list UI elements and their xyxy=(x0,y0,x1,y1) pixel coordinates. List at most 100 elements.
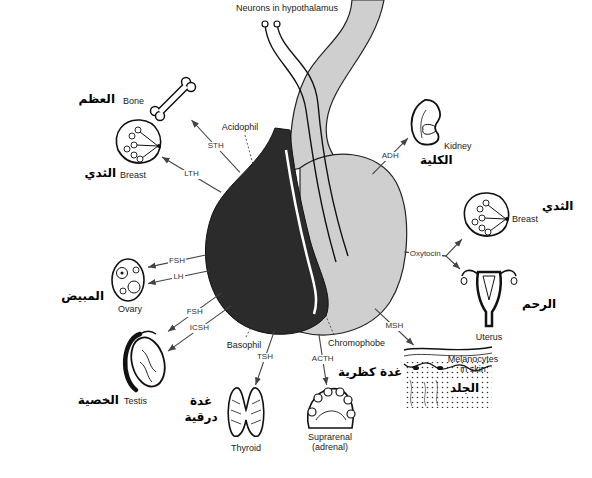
suprarenal-drawing xyxy=(324,388,332,396)
breast-drawing xyxy=(116,120,161,163)
breast-drawing xyxy=(131,142,137,148)
arabic-label: المبيض xyxy=(61,288,104,304)
suprarenal-drawing xyxy=(308,388,355,428)
breast-drawing xyxy=(124,146,130,152)
kidney-drawing xyxy=(412,100,440,145)
hormone-label: ACTH xyxy=(311,355,335,364)
arabic-label: الجلد xyxy=(450,380,479,396)
english-label: Neurons in hypothalamus xyxy=(236,3,338,13)
english-label: Suprarenal (adrenal) xyxy=(301,432,359,453)
thyroid-drawing xyxy=(228,388,264,436)
arabic-label: الرحم xyxy=(522,296,556,312)
hormone-arrow xyxy=(256,331,275,385)
hormone-arrow xyxy=(148,271,209,284)
target-organ: Boneالعظم xyxy=(148,78,196,120)
target-organ: Melanocytes in skinالجلد xyxy=(404,345,492,410)
breast-drawing xyxy=(477,206,483,212)
uterus-drawing xyxy=(461,278,467,285)
english-label: Bone xyxy=(123,96,144,106)
english-label: Testis xyxy=(124,396,147,406)
bone-drawing xyxy=(187,83,196,92)
hormone-label: Oxytocin xyxy=(409,250,442,259)
english-label: Melanocytes in skin xyxy=(446,354,500,375)
anterior-lobe xyxy=(205,128,328,334)
uterus-drawing xyxy=(462,270,516,276)
neuron-fibres xyxy=(274,21,280,27)
bone-drawing xyxy=(160,86,186,112)
suprarenal-drawing xyxy=(314,394,322,402)
english-label: Basophil xyxy=(227,340,262,350)
skin-drawing xyxy=(413,366,419,370)
suprarenal-drawing xyxy=(308,389,354,428)
english-label: Breast xyxy=(120,170,146,180)
kidney-drawing xyxy=(423,124,436,134)
breast-drawing xyxy=(479,215,485,221)
arabic-label: الثدي xyxy=(85,165,116,181)
testis-drawing xyxy=(140,331,156,334)
ovary-drawing xyxy=(121,272,124,275)
kidney-drawing xyxy=(412,100,440,145)
breast-drawing xyxy=(505,217,509,221)
hormone-label: LTH xyxy=(183,170,200,179)
testis-drawing xyxy=(125,334,140,390)
breast-drawing xyxy=(136,132,158,158)
english-label: Breast xyxy=(512,214,538,224)
hormone-label: MSH xyxy=(384,322,404,331)
hormone-arrow xyxy=(168,306,231,351)
english-label: Uterus xyxy=(476,332,503,342)
suprarenal-drawing xyxy=(308,408,316,416)
hormone-label: FSH xyxy=(186,308,204,317)
uterus-drawing xyxy=(461,270,517,326)
ovary-drawing xyxy=(117,268,128,279)
hormone-label: FSH xyxy=(168,257,186,266)
skin-drawing xyxy=(410,380,438,406)
arabic-label: الخصية xyxy=(78,392,119,408)
anterior-lobe xyxy=(286,150,316,314)
breast-drawing xyxy=(157,144,161,148)
breast-drawing xyxy=(485,229,491,235)
target-organ: Thyroidغدة درقية xyxy=(225,385,267,440)
connector-group xyxy=(148,120,462,385)
kidney-drawing xyxy=(421,110,426,138)
anterior-lobe xyxy=(205,128,328,334)
english-label: Acidophil xyxy=(222,122,259,132)
hormone-label: ICSH xyxy=(189,324,210,333)
breast-drawing xyxy=(129,133,135,139)
hormone-arrow xyxy=(372,138,408,174)
leader-line xyxy=(246,318,256,337)
target-organ: Uterusالرحم xyxy=(460,262,518,330)
suprarenal-drawing xyxy=(344,396,352,404)
hormone-label: STH xyxy=(207,142,225,151)
suprarenal-drawing xyxy=(347,410,355,418)
ovary-drawing xyxy=(133,267,139,273)
neuron-fibres xyxy=(262,21,348,262)
arabic-label: الثدي xyxy=(542,198,573,214)
target-organ: Breastالثدي xyxy=(112,118,162,166)
ovary-drawing xyxy=(112,259,144,301)
breast-drawing xyxy=(137,156,143,162)
hormone-label: ADH xyxy=(381,152,400,161)
target-organ: Breastالثدي xyxy=(462,190,508,240)
ovary-drawing xyxy=(128,281,140,293)
hormone-label: TSH xyxy=(256,353,274,362)
testis-drawing xyxy=(125,331,170,390)
thyroid-drawing xyxy=(231,400,261,424)
suprarenal-drawing xyxy=(316,411,346,420)
breast-drawing xyxy=(464,193,508,236)
skin-drawing xyxy=(404,347,492,350)
breast-drawing xyxy=(135,127,141,133)
arabic-label: العظم xyxy=(79,91,116,107)
leader-line xyxy=(326,316,334,335)
pituitary-gland: Neurons in hypothalamusAcidophilBasophil… xyxy=(205,150,405,335)
testis-drawing xyxy=(126,334,170,391)
english-label: Chromophobe xyxy=(328,338,385,348)
breast-drawing xyxy=(472,219,478,225)
english-label: Ovary xyxy=(118,304,142,314)
ovary-drawing xyxy=(112,259,144,301)
target-organ: Testisالخصية xyxy=(116,330,168,390)
arabic-label: الكلية xyxy=(420,152,453,168)
breast-drawing xyxy=(116,120,160,163)
